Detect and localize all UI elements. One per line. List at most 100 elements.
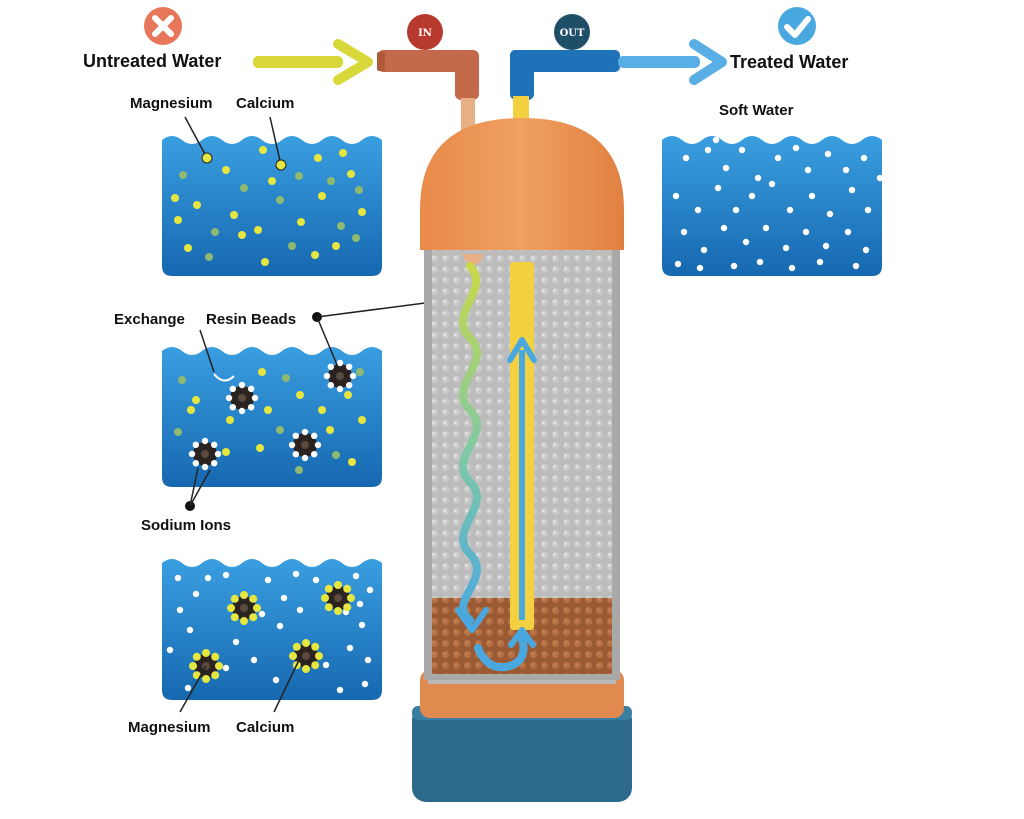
sodium-ion [864,206,872,214]
calcium-pointer-bottom [273,657,301,713]
resin-bead [225,381,259,415]
calcium-label-bottom: Calcium [236,719,294,736]
sodium-ion [824,150,832,158]
hardness-ion [347,170,355,178]
sodium-ion [322,661,330,669]
bead-ion [188,450,196,458]
exchange-water-panel [162,347,382,487]
treated-status-icon [778,7,816,45]
hardness-ion [318,192,326,200]
hardness-ion [211,228,219,236]
sodium-ion [782,244,790,252]
calcium-pointer-top [269,116,287,171]
bead-ion [336,359,344,367]
sodium-ion [346,644,354,652]
resin-beads-with-hardness [189,581,355,683]
sodium-ion [844,228,852,236]
sodium-ion [852,262,860,270]
hardness-ion [297,218,305,226]
hardness-ion [295,172,303,180]
mixed-ions [174,368,366,474]
untreated-status-icon [144,7,182,45]
resin-beads-label: Resin Beads [206,311,296,328]
sodium-ion [364,656,372,664]
sodium-ion [756,258,764,266]
sodium-ion [704,146,712,154]
sodium-ion [250,656,258,664]
hardness-ion [187,406,195,414]
hardness-ion [178,376,186,384]
magnesium-pointer-bottom [179,665,207,713]
hardness-ion [222,448,230,456]
bead-ion [238,381,246,389]
bead-ion [192,459,200,467]
bead-center [238,394,246,402]
hardness-ion [318,406,326,414]
sodium-ion [204,574,212,582]
sodium-ion [174,574,182,582]
hardness-ion [179,171,187,179]
inflow-wavy-path [455,262,489,633]
inlet-pipe [377,50,479,154]
hardness-ion [288,242,296,250]
magnesium-label-top: Magnesium [130,95,213,112]
sodium-ion [876,174,884,182]
bead-ion [310,450,318,458]
bead-ion [229,385,237,393]
hardness-ion [358,416,366,424]
sodium-ion [276,622,284,630]
hardness-ion [238,231,246,239]
hardness-ion [332,242,340,250]
bead-ion [288,441,296,449]
bead-ion [215,662,223,670]
sodium-ion [762,224,770,232]
in-badge: IN [407,14,443,50]
bead-ion [336,385,344,393]
sodium-ion [860,154,868,162]
bead-ion [289,652,297,660]
bead-ion [345,363,353,371]
sodium-ion [808,192,816,200]
sodium-ion [822,242,830,250]
exchange-pointer [199,329,215,373]
bead-ion [211,652,220,661]
bead-ion [347,594,355,602]
bead-ion [301,454,309,462]
sodium-ion [694,206,702,214]
sodium-ion [700,246,708,254]
sodium-ion [696,264,704,272]
sodium-ion [272,676,280,684]
sodium-ions-pointer [185,467,211,511]
sodium-ion [358,621,366,629]
out-badge: OUT [554,14,590,50]
hardness-ion [226,416,234,424]
hardness-ion [356,368,364,376]
untreated-water-label: Untreated Water [83,51,221,71]
bead-ion [334,607,342,615]
bead-ion [189,662,197,670]
sodium-ion [176,606,184,614]
soft-water-panel [662,136,884,276]
sodium-ion [232,638,240,646]
hardness-ion [296,391,304,399]
bead-center [240,604,248,612]
sodium-ion [722,164,730,172]
bead-ion [240,591,248,599]
sodium-ion [738,146,746,154]
resin-bead [289,639,323,673]
bead-ion [253,604,261,612]
bead-ion [227,604,235,612]
inflow-arrow [253,39,373,85]
resin-bead [321,581,355,615]
captured-ions-panel [162,559,382,700]
bead-ion [247,385,255,393]
hardness-ion [268,177,276,185]
sodium-ion [826,210,834,218]
hardness-ion [205,253,213,261]
sodium-ion [792,144,800,152]
sodium-ions-label: Sodium Ions [141,517,231,534]
outflow-arrow [618,39,727,85]
sodium-ion [748,192,756,200]
hardness-ion [326,426,334,434]
bead-ion [192,671,201,680]
